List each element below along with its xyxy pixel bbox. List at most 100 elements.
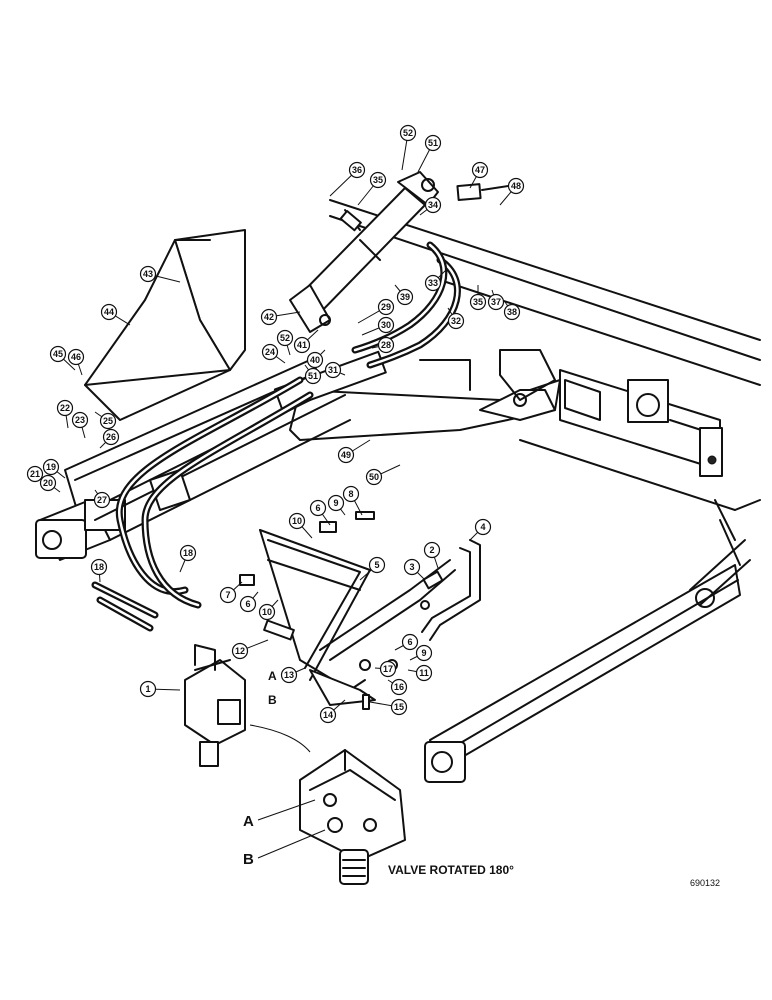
callout-number: 16 bbox=[394, 682, 404, 692]
callout-number: 29 bbox=[381, 302, 391, 312]
callout-number: 51 bbox=[428, 138, 438, 148]
callout-3: 3 bbox=[403, 558, 421, 576]
callout-number: 46 bbox=[71, 352, 81, 362]
callout-number: 19 bbox=[46, 462, 56, 472]
callout-number: 49 bbox=[341, 450, 351, 460]
callout-number: 5 bbox=[374, 560, 379, 570]
callout-6: 6 bbox=[239, 595, 257, 613]
callout-52: 52 bbox=[399, 124, 417, 142]
port-labels: A B A B bbox=[243, 669, 326, 868]
callout-33: 33 bbox=[424, 274, 442, 292]
callout-number: 36 bbox=[352, 165, 362, 175]
callout-8: 8 bbox=[342, 485, 360, 503]
callout-number: 47 bbox=[475, 165, 485, 175]
callout-number: 44 bbox=[104, 307, 114, 317]
callout-number: 20 bbox=[43, 478, 53, 488]
callout-23: 23 bbox=[71, 411, 89, 429]
callout-50: 50 bbox=[365, 468, 383, 486]
callout-31: 31 bbox=[324, 361, 342, 379]
caption-valve-rotated: VALVE ROTATED 180° bbox=[388, 863, 514, 877]
main-frame bbox=[289, 199, 761, 783]
callout-40: 40 bbox=[306, 351, 324, 369]
callout-1: 1 bbox=[139, 680, 157, 698]
callout-number: 39 bbox=[400, 292, 410, 302]
callout-number: 7 bbox=[225, 590, 230, 600]
callout-14: 14 bbox=[319, 706, 337, 724]
callout-7: 7 bbox=[219, 586, 237, 604]
callout-number: 11 bbox=[419, 668, 429, 678]
callout-number: 18 bbox=[94, 562, 104, 572]
callout-number: 51 bbox=[308, 371, 318, 381]
callout-number: 24 bbox=[265, 347, 275, 357]
callout-number: 6 bbox=[407, 637, 412, 647]
callout-19: 19 bbox=[42, 458, 60, 476]
callout-17: 17 bbox=[379, 660, 397, 678]
callout-number: 1 bbox=[145, 684, 150, 694]
callout-number: 25 bbox=[103, 416, 113, 426]
control-valve-small bbox=[184, 644, 311, 767]
callout-35: 35 bbox=[469, 293, 487, 311]
callout-number: 38 bbox=[507, 307, 517, 317]
callout-2: 2 bbox=[423, 541, 441, 559]
callout-9: 9 bbox=[415, 644, 433, 662]
callout-number: 10 bbox=[262, 607, 272, 617]
callout-number: 28 bbox=[381, 340, 391, 350]
callout-16: 16 bbox=[390, 678, 408, 696]
callout-4: 4 bbox=[474, 518, 492, 536]
callout-number: 26 bbox=[106, 432, 116, 442]
callout-number: 50 bbox=[369, 472, 379, 482]
callout-number: 40 bbox=[310, 355, 320, 365]
callout-number: 9 bbox=[333, 498, 338, 508]
callout-43: 43 bbox=[139, 265, 157, 283]
callout-number: 3 bbox=[409, 562, 414, 572]
callout-number: 2 bbox=[429, 545, 434, 555]
callout-37: 37 bbox=[487, 293, 505, 311]
callout-number: 6 bbox=[315, 503, 320, 513]
callout-20: 20 bbox=[39, 474, 57, 492]
callout-number: 18 bbox=[183, 548, 193, 558]
callout-6: 6 bbox=[401, 633, 419, 651]
callout-number: 6 bbox=[245, 599, 250, 609]
callout-number: 33 bbox=[428, 278, 438, 288]
callout-47: 47 bbox=[471, 161, 489, 179]
callout-number: 34 bbox=[428, 200, 438, 210]
callout-34: 34 bbox=[424, 196, 442, 214]
callout-13: 13 bbox=[280, 666, 298, 684]
callout-number: 23 bbox=[75, 415, 85, 425]
callout-number: 9 bbox=[421, 648, 426, 658]
callout-46: 46 bbox=[67, 348, 85, 366]
callout-25: 25 bbox=[99, 412, 117, 430]
callout-number: 15 bbox=[394, 702, 404, 712]
callout-32: 32 bbox=[447, 312, 465, 330]
callout-26: 26 bbox=[102, 428, 120, 446]
callout-11: 11 bbox=[415, 664, 433, 682]
callout-number: 35 bbox=[373, 175, 383, 185]
callout-number: 4 bbox=[480, 522, 485, 532]
callout-27: 27 bbox=[93, 491, 111, 509]
port-label-b-small: B bbox=[268, 693, 277, 707]
callout-number: 35 bbox=[473, 297, 483, 307]
callout-44: 44 bbox=[100, 303, 118, 321]
callout-number: 52 bbox=[280, 333, 290, 343]
callout-number: 14 bbox=[323, 710, 333, 720]
callout-number: 10 bbox=[292, 516, 302, 526]
port-label-b: B bbox=[243, 851, 254, 868]
port-label-a-small: A bbox=[268, 669, 277, 683]
shield-guard bbox=[84, 229, 246, 421]
callout-number: 12 bbox=[235, 646, 245, 656]
callout-number: 41 bbox=[297, 340, 307, 350]
callout-35: 35 bbox=[369, 171, 387, 189]
callout-39: 39 bbox=[396, 288, 414, 306]
callout-9: 9 bbox=[327, 494, 345, 512]
callout-22: 22 bbox=[56, 399, 74, 417]
callout-number: 31 bbox=[328, 365, 338, 375]
callout-number: 32 bbox=[451, 316, 461, 326]
callout-52: 52 bbox=[276, 329, 294, 347]
callout-41: 41 bbox=[293, 336, 311, 354]
callout-number: 8 bbox=[348, 489, 353, 499]
callout-38: 38 bbox=[503, 303, 521, 321]
callout-24: 24 bbox=[261, 343, 279, 361]
control-valve-rotated bbox=[299, 749, 406, 885]
callout-42: 42 bbox=[260, 308, 278, 326]
